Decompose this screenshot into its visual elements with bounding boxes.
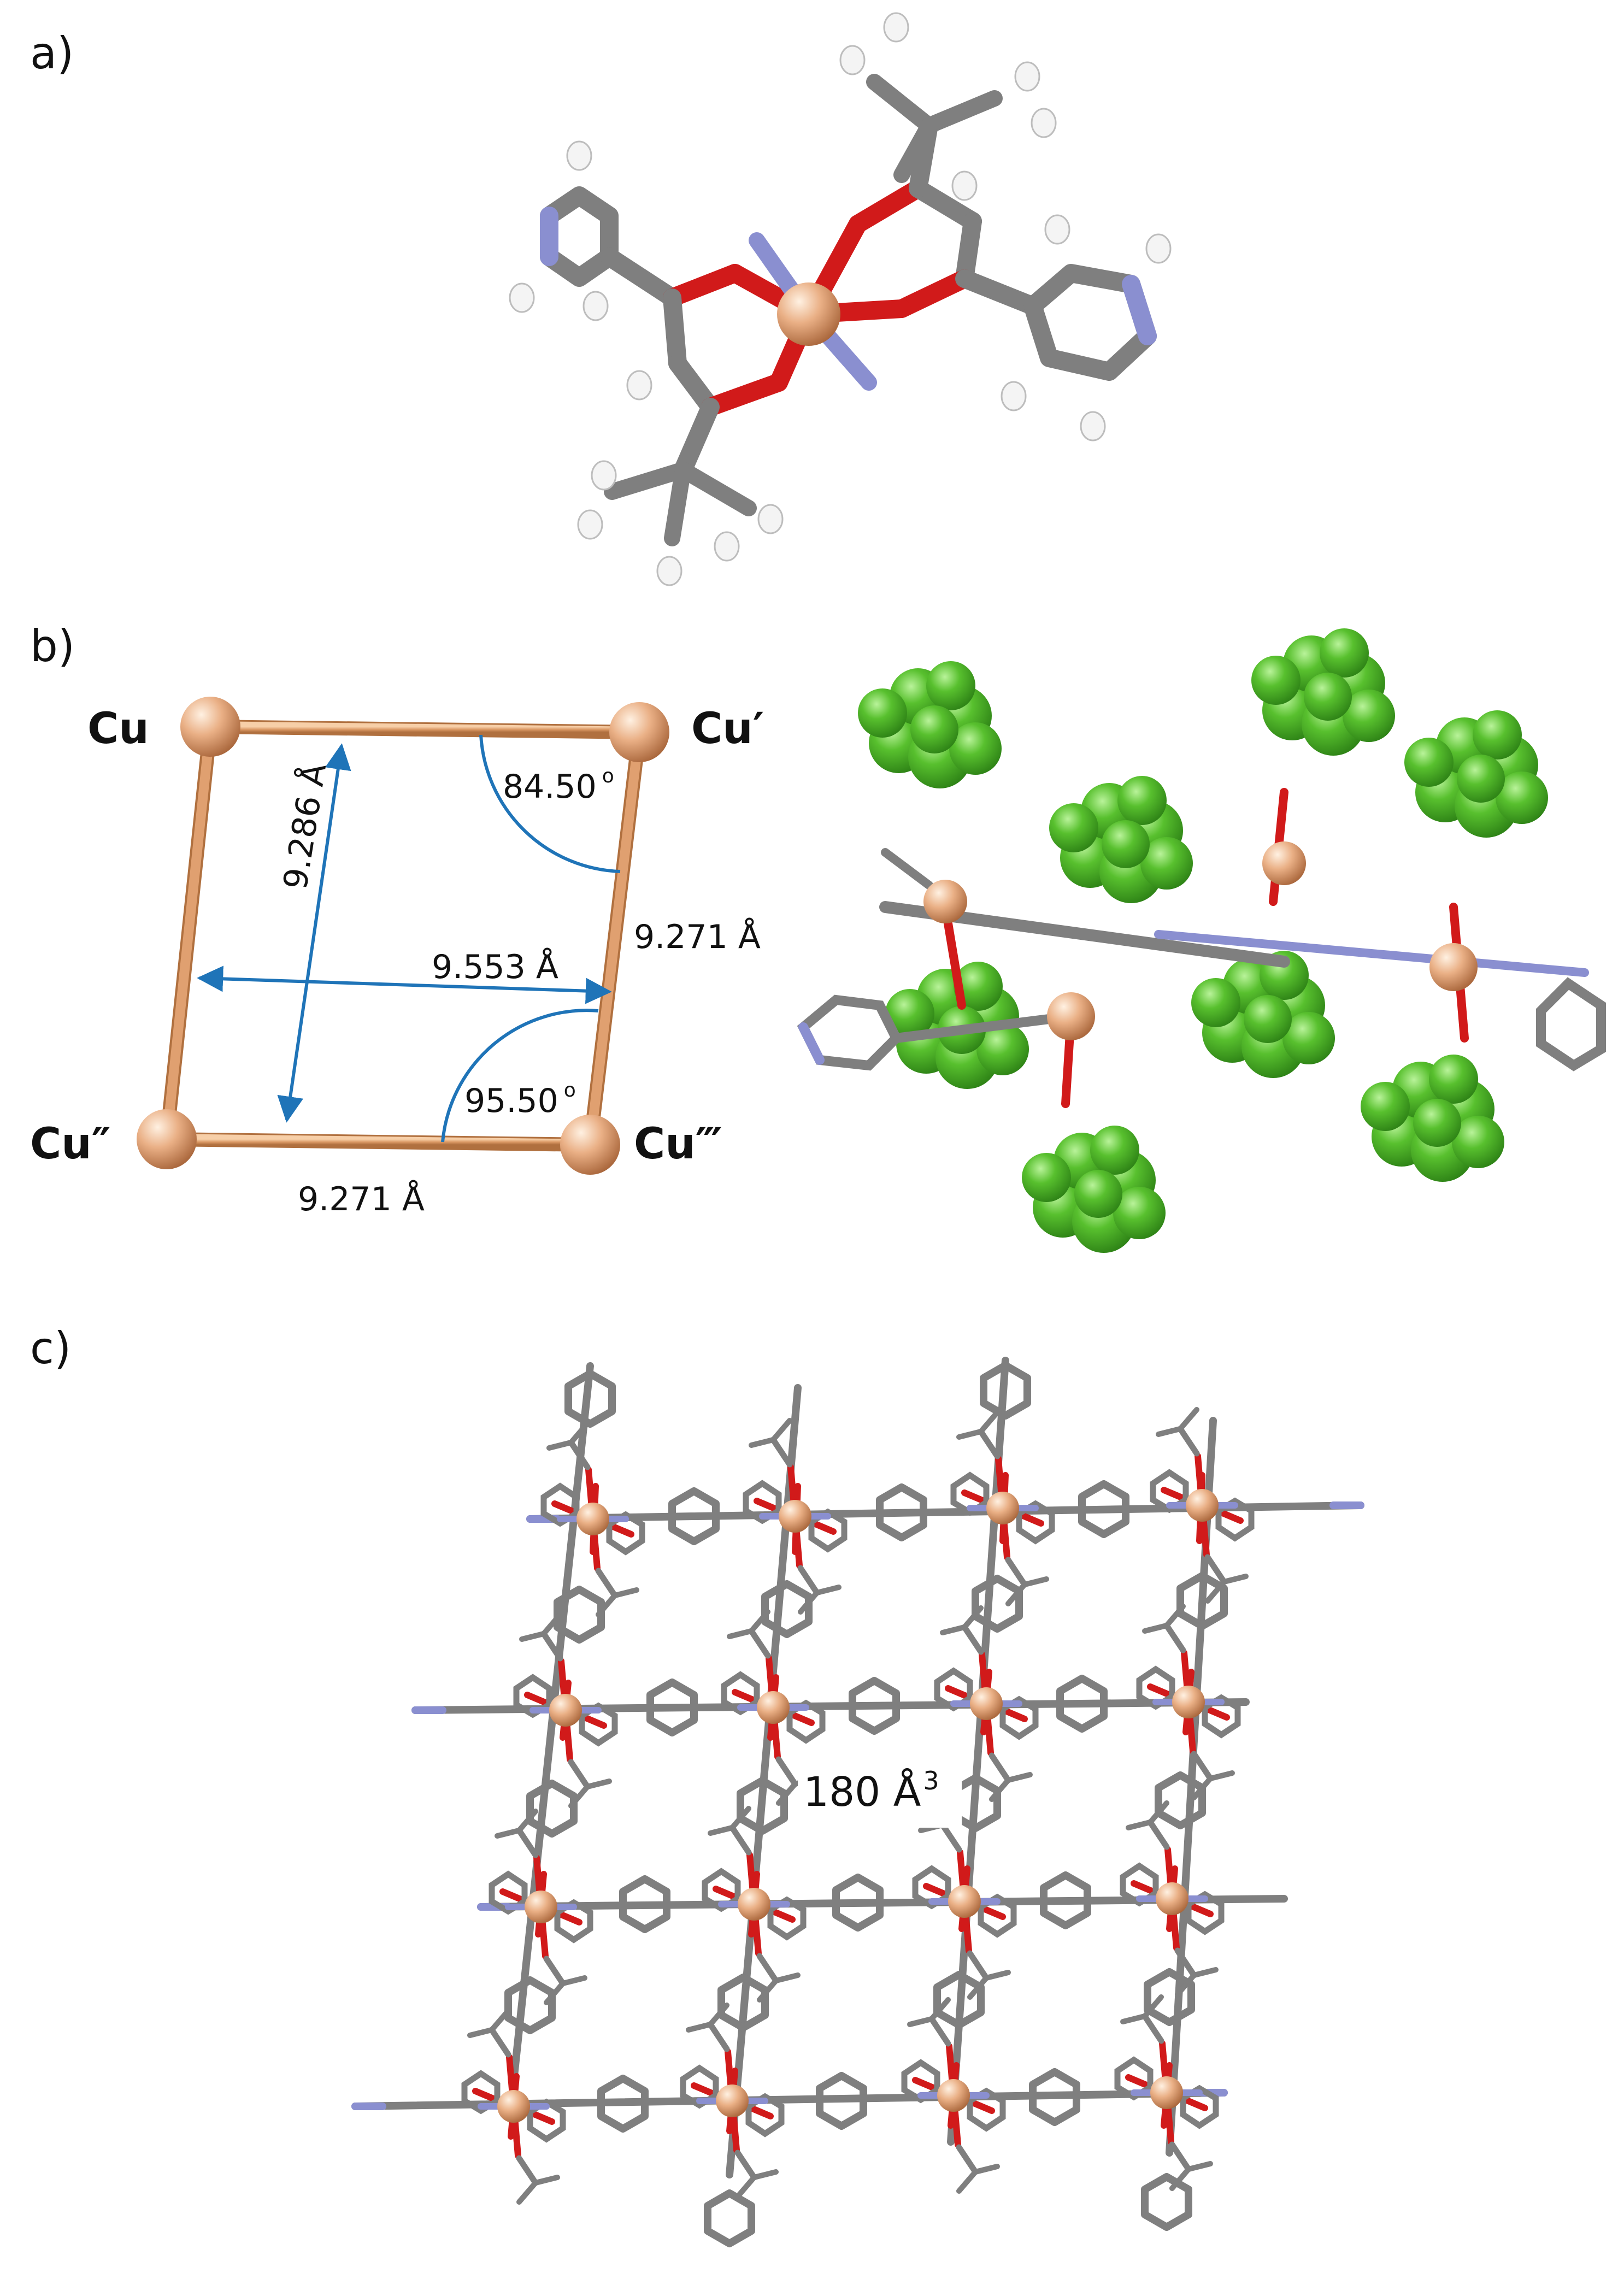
panel-a: a) xyxy=(30,12,1172,586)
diagonal-2-label: 9.553 Å xyxy=(432,947,558,986)
panel-b: b) Cu Cu′ Cu″ Cu‴ 9.286 Å 9.553 Å 9. xyxy=(30,621,1606,1253)
side-bottom-label: 9.271 Å xyxy=(298,1180,425,1218)
panel-c: c) xyxy=(30,1323,1364,2243)
angle-arc-bottom-right xyxy=(441,1009,599,1143)
angle-arc-top-right xyxy=(479,734,621,873)
panel-a-label: a) xyxy=(30,28,74,79)
cu-node-top-right xyxy=(609,702,669,762)
cu-label-2: Cu′ xyxy=(691,704,764,753)
cu-label-3: Cu″ xyxy=(30,1120,111,1169)
packing-view-with-guests xyxy=(797,628,1606,1253)
cu-node-bottom-right xyxy=(560,1115,620,1175)
molecule-a xyxy=(509,12,1172,586)
diagonal-arrow-9286 xyxy=(277,743,351,1123)
cu-label-1: Cu xyxy=(87,704,149,753)
cu-square-diagram: Cu Cu′ Cu″ Cu‴ 9.286 Å 9.553 Å 9.271 Å 9… xyxy=(30,697,764,1218)
panel-c-label: c) xyxy=(30,1323,71,1374)
cu-label-4: Cu‴ xyxy=(634,1120,722,1169)
pore-volume-label: 180 Å3 xyxy=(803,1766,939,1816)
framework-grid xyxy=(351,1357,1364,2243)
diagonal-1-label: 9.286 Å xyxy=(276,761,334,892)
side-right-label: 9.271 Å xyxy=(634,917,761,956)
cu-node-bottom-left xyxy=(137,1109,197,1169)
cu-node-top-left xyxy=(180,697,240,757)
diagonal-arrow-9553 xyxy=(197,965,612,1004)
panel-b-label: b) xyxy=(30,621,75,672)
pore-label-backdrop xyxy=(798,1757,962,1828)
